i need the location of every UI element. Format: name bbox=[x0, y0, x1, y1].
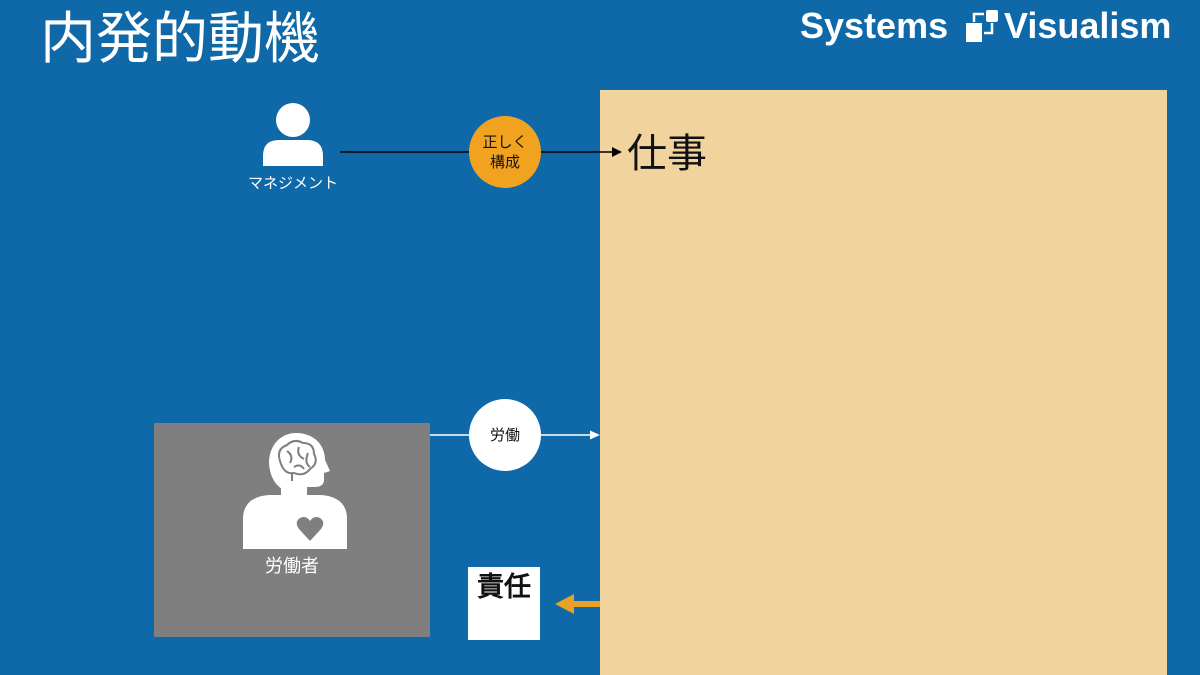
brain-fold-4 bbox=[293, 464, 305, 470]
worker-to-work-arrowhead bbox=[590, 430, 600, 440]
heart-icon bbox=[296, 517, 324, 541]
worker-label: 労働者 bbox=[265, 556, 319, 577]
responsibility-arrow-shaft bbox=[572, 601, 600, 607]
brain-fold-1 bbox=[286, 450, 293, 464]
responsibility-box: 責任 bbox=[468, 567, 540, 640]
person-icon bbox=[263, 103, 323, 166]
management-edge-badge: 正しく 構成 bbox=[469, 116, 541, 188]
worker-body bbox=[243, 495, 347, 549]
work-label: 仕事 bbox=[627, 131, 707, 177]
labor-edge-label: 労働 bbox=[489, 426, 520, 444]
logo-square-large bbox=[966, 23, 982, 42]
brain-fold-2 bbox=[297, 446, 305, 460]
responsibility-label: 責任 bbox=[477, 572, 531, 603]
management-to-work-arrowhead bbox=[612, 147, 622, 157]
logo-text-systems: Systems bbox=[800, 5, 949, 46]
management-edge-label-line2: 構成 bbox=[489, 153, 520, 171]
logo-connector-down bbox=[984, 23, 994, 35]
person-head bbox=[276, 103, 310, 137]
management-label: マネジメント bbox=[247, 174, 338, 192]
work-box bbox=[600, 90, 1167, 675]
brain-outline bbox=[277, 439, 317, 476]
head-brain-heart-icon bbox=[243, 433, 347, 549]
logo-text-visualism: Visualism bbox=[1004, 5, 1172, 46]
slide-title: 内発的動機 bbox=[40, 7, 320, 72]
systems-visualism-logo-icon bbox=[966, 10, 998, 42]
logo-connector-up bbox=[972, 12, 984, 22]
management-edge-label-line1: 正しく bbox=[482, 133, 528, 151]
labor-edge-badge: 労働 bbox=[469, 399, 541, 471]
person-body bbox=[263, 140, 323, 166]
brain-icon bbox=[277, 439, 317, 481]
logo-square-small bbox=[986, 10, 998, 22]
brain-fold-3 bbox=[305, 452, 311, 468]
responsibility-arrowhead bbox=[555, 594, 574, 614]
